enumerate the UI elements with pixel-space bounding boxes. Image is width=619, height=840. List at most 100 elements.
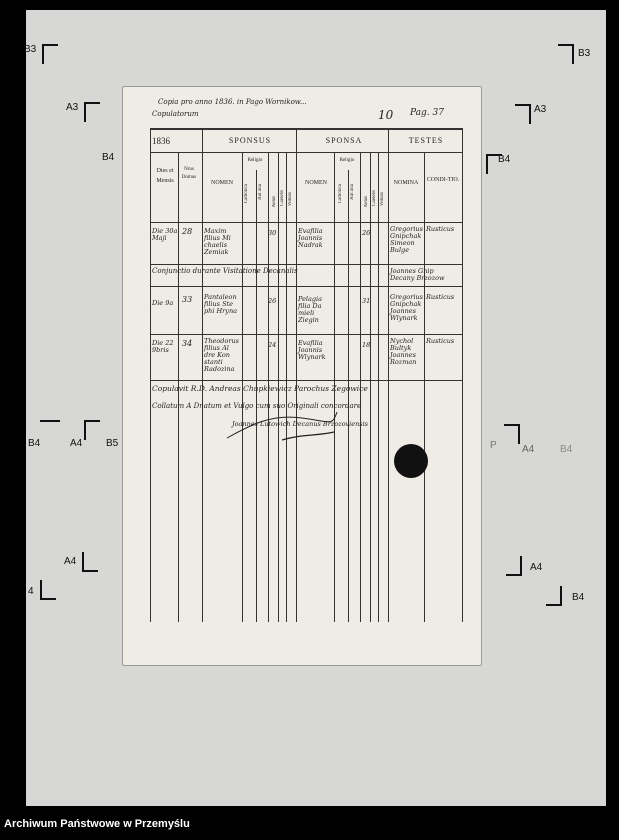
row-divider — [150, 286, 462, 287]
col-caelebs-sponsa: Caelebs — [372, 190, 377, 206]
col-aetas-sponsa: Aetas — [364, 196, 369, 208]
crop-mark-b3-left — [42, 44, 58, 64]
crop-mark-a4-right-mid — [504, 424, 520, 444]
col-rule — [424, 152, 425, 622]
col-rule — [378, 152, 379, 622]
crop-mark-a3-left — [84, 102, 100, 122]
header-divider — [150, 152, 462, 153]
col-nrus: Nrus Domus — [181, 167, 197, 180]
col-rule — [178, 152, 179, 622]
col-rule — [296, 128, 297, 622]
wax-seal — [394, 444, 428, 478]
crop-label-b4-right-mid: B4 — [560, 444, 573, 455]
row-divider — [150, 380, 462, 381]
header-note: Copia pro anno 1836. in Pago Wornikow... — [158, 98, 307, 106]
crop-label-p-right-mid: P — [490, 440, 497, 451]
col-rule — [370, 152, 371, 622]
col-nomen-sponsa: NOMEN — [305, 180, 327, 186]
crop-mark-b4-right-low — [546, 586, 562, 606]
col-rule — [256, 170, 257, 622]
col-conditio: CONDI-TIO. — [426, 177, 460, 183]
col-rule — [268, 152, 269, 622]
col-caelebs: Caelebs — [280, 190, 285, 206]
page-number: 10 — [378, 108, 394, 122]
crop-mark-a4-left-low — [82, 552, 98, 572]
crop-label-a4-right-mid: A4 — [522, 444, 535, 455]
col-nomen-sponsus: NOMEN — [211, 180, 233, 186]
record-nrus: 34 — [182, 339, 193, 348]
register-page: Copia pro anno 1836. in Pago Wornikow...… — [122, 86, 482, 666]
record-aetas-sponsa: 26 — [362, 229, 371, 237]
table-left-border — [150, 128, 151, 622]
crop-label-b3-right: B3 — [578, 48, 591, 59]
crop-label-a4-left-mid: A4 — [70, 438, 83, 449]
record-aetas-sponsus: 24 — [268, 341, 277, 349]
crop-label-b3-left: B3 — [24, 44, 37, 55]
col-aut-alia: Aut alia — [258, 184, 263, 200]
record-testes: Nychol Bultyk Joannes Rozman — [390, 337, 417, 366]
table-right-border — [462, 128, 463, 622]
header-note-2: Copulatorum — [152, 110, 199, 118]
crop-mark-b4-right-top — [486, 154, 502, 174]
column-header-divider — [150, 222, 462, 223]
section-sponsus: SPONSUS — [228, 136, 272, 145]
crop-label-a4-left-low: A4 — [64, 556, 77, 567]
col-nomina: NOMINA — [393, 180, 419, 186]
col-religio-sponsa: Religio — [339, 158, 355, 163]
crop-mark-a4-left-mid — [84, 420, 100, 440]
row-divider — [150, 334, 462, 335]
crop-label-a3-right: A3 — [534, 104, 547, 115]
page-label: Pag. 37 — [410, 108, 444, 118]
record-sponsus: Theodorus filius Al dre Kon stanti Radoz… — [204, 337, 239, 373]
record-testes: Gregorius Gnipchak Simeon Bulge — [390, 225, 423, 254]
record-sponsa: Evafilia Joannis Wlynark — [298, 339, 326, 361]
crop-label-b4-left-top: B4 — [102, 152, 115, 163]
col-viduus: Viduus — [288, 192, 293, 207]
col-aetas: Aetas — [272, 196, 277, 208]
crop-mark-b4-left-mid — [40, 420, 60, 440]
record-dies: Die 9a — [152, 299, 174, 307]
record-nrus: 28 — [182, 227, 193, 236]
signature-flourish — [226, 411, 338, 441]
record-note: Conjunctio durante Visitatione Decanalis — [152, 267, 298, 275]
col-rule — [360, 152, 361, 622]
record-dies: Die 22 9bris — [152, 339, 174, 354]
crop-mark-a3-right — [515, 104, 531, 124]
col-rule — [202, 128, 203, 622]
crop-mark-b4-left-low — [40, 580, 56, 600]
record-testes: Gregorius Gnipchak Joannes Wlynark — [390, 293, 423, 322]
record-aetas-sponsus: 30 — [268, 229, 277, 237]
signature-line-2: Collatum A Dnatum et Vulgo cum suo Origi… — [152, 402, 362, 410]
record-nrus: 33 — [182, 295, 193, 304]
row-divider — [150, 264, 462, 265]
crop-label-b5-left-mid: B5 — [106, 438, 119, 449]
col-rule — [348, 170, 349, 622]
crop-mark-a4-right-low — [506, 556, 522, 576]
col-rule — [388, 128, 389, 622]
crop-label-b4-left-low: 4 — [28, 586, 34, 597]
record-sponsus: Maxim filius Mi chaelis Zemiak — [204, 227, 231, 256]
crop-label-b4-right-top: B4 — [498, 154, 511, 165]
record-sponsa: Evafilia Joannis Nadrak — [298, 227, 323, 249]
col-catholica: Catholica — [244, 184, 249, 204]
section-sponsa: SPONSA — [325, 136, 363, 145]
record-conditio: Rusticus — [426, 337, 455, 345]
year-cell: 1836 — [152, 136, 170, 146]
col-viduus-sponsa: Viduus — [380, 192, 385, 207]
crop-mark-b3-right — [558, 44, 574, 64]
col-rule — [286, 152, 287, 622]
record-sponsus: Pantaleon filius Ste phi Hryna — [204, 293, 238, 315]
crop-label-b4-right-low: B4 — [572, 592, 585, 603]
col-rule — [278, 152, 279, 622]
record-note-testes: Joannes Gnip Decany Brzozow — [390, 267, 445, 282]
record-sponsa: Pelagia filia Da mieli Ziegin — [298, 295, 322, 324]
record-conditio: Rusticus — [426, 293, 455, 301]
archive-name: Archiwum Państwowe w Przemyślu — [4, 818, 190, 830]
crop-label-b4-left-mid: B4 — [28, 438, 41, 449]
table-top-border — [150, 128, 462, 130]
col-rule — [242, 152, 243, 622]
signature-line-1: Copulavit R.D. Andreas Chupkiewicz Paroc… — [152, 384, 368, 393]
record-aetas-sponsa: 31 — [362, 297, 371, 305]
col-dies: Dies et Mensis — [156, 168, 174, 184]
col-religio: Religio — [247, 158, 263, 163]
